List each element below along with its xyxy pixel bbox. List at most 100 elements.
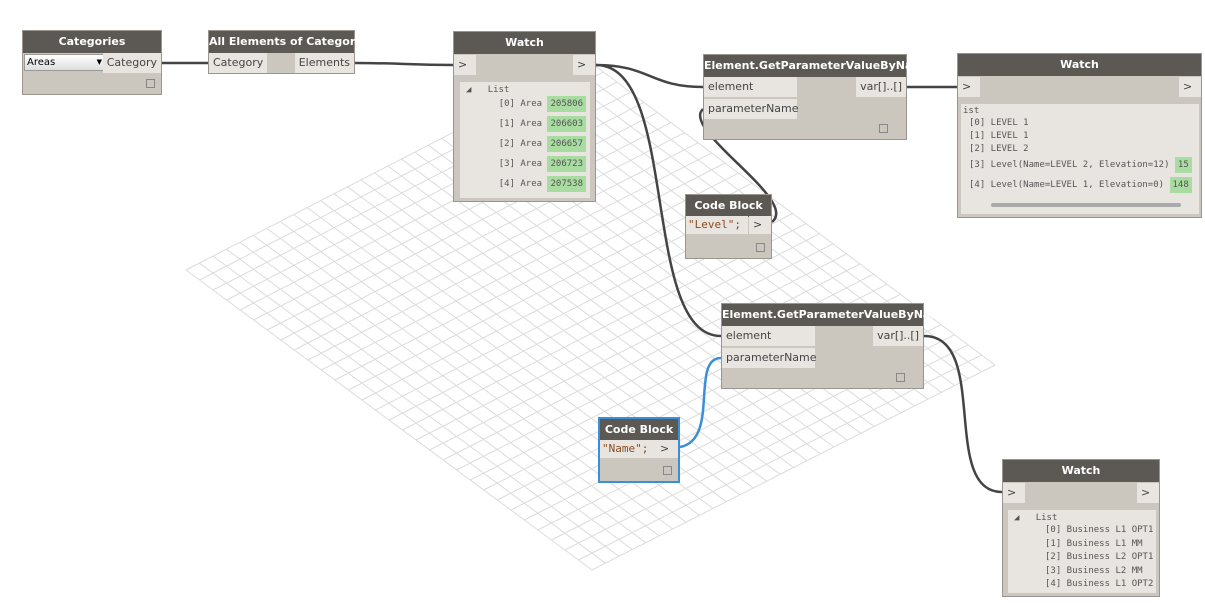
node-title: Watch	[454, 32, 595, 54]
list-label: List	[1035, 513, 1058, 523]
input-port[interactable]: >	[454, 55, 476, 75]
item-type: Area	[520, 159, 543, 169]
watch-output-list: ◢ List [0] Business L1 OPT1 [1] Business …	[1008, 510, 1156, 593]
item-text: [4] Level(Name=LEVEL 1, Elevation=0)	[969, 180, 1165, 190]
category-dropdown[interactable]: Areas ▼	[24, 54, 106, 71]
input-port-parametername[interactable]: parameterName	[722, 348, 817, 368]
item-index: [0]	[498, 99, 515, 109]
output-port-var[interactable]: var[]..[]	[856, 77, 906, 97]
list-item: [3] Business L2 MM	[1045, 566, 1143, 576]
watch-node-3[interactable]: Watch > > ◢ List [0] Business L1 OPT1 [1]…	[1002, 459, 1160, 597]
code-editor[interactable]: "Name";	[600, 440, 657, 458]
item-text: [1] Business L1 MM	[1045, 538, 1143, 549]
list-label: ist	[963, 106, 980, 116]
list-item: [4] Business L1 OPT2	[1045, 579, 1153, 589]
item-type: Area	[520, 99, 543, 109]
code-block-level[interactable]: Code Block "Level"; >	[685, 194, 772, 259]
item-text: [4] Business L1 OPT2	[1045, 579, 1154, 589]
list-item: [2] LEVEL 2	[969, 144, 1029, 154]
horizontal-scrollbar[interactable]	[991, 203, 1181, 207]
node-title: Watch	[958, 54, 1201, 76]
list-item: [3] Area 206723	[498, 156, 586, 172]
list-item: [4] Area 207538	[498, 176, 586, 192]
grid-line	[589, 61, 996, 366]
list-item: [2] Area 206657	[498, 136, 586, 152]
list-item: [0] Area 205806	[498, 96, 586, 112]
collapse-icon[interactable]: ◢	[1014, 513, 1020, 523]
output-port[interactable]: >	[656, 440, 678, 458]
item-value: 206723	[547, 156, 586, 172]
input-port[interactable]: >	[958, 77, 980, 97]
item-text: [3] Level(Name=LEVEL 2, Elevation=12)	[969, 160, 1170, 170]
list-item: [0] LEVEL 1	[969, 118, 1029, 128]
input-port-element[interactable]: element	[704, 77, 797, 97]
preview-toggle-icon[interactable]	[896, 373, 905, 382]
input-port[interactable]: >	[1003, 483, 1025, 503]
watch-node-1[interactable]: Watch > > ◢ List [0] Area 205806 [1] Area…	[453, 31, 596, 202]
output-port-category[interactable]: Category	[102, 53, 161, 73]
item-text: [2] LEVEL 2	[969, 144, 1029, 154]
item-value: 206657	[547, 136, 586, 152]
item-index: [1]	[498, 119, 515, 129]
list-item: [4] Level(Name=LEVEL 1, Elevation=0) 148	[969, 177, 1192, 193]
item-text: [3] Business L2 MM	[1045, 565, 1143, 576]
watch-output-list: ist [0] LEVEL 1 [1] LEVEL 1 [2] LEVEL 2 [3]…	[961, 104, 1199, 214]
list-label: List	[487, 85, 510, 95]
item-index: [2]	[498, 139, 515, 149]
item-index: [3]	[498, 159, 515, 169]
wire-level-to-gpv1	[698, 108, 778, 223]
output-port[interactable]: >	[749, 216, 771, 234]
input-port-parametername[interactable]: parameterName	[704, 99, 799, 119]
all-elements-node[interactable]: All Elements of Category Category Elemen…	[208, 30, 362, 74]
get-parameter-value-node-2[interactable]: Element.GetParameterValueByName element …	[721, 303, 949, 389]
list-item: [3] Level(Name=LEVEL 2, Elevation=12) 15	[969, 157, 1192, 173]
wire-watch-to-gpv1	[595, 63, 704, 89]
watch-node-2[interactable]: Watch > > ist [0] LEVEL 1 [1] LEVEL 1 [2] …	[957, 53, 1202, 218]
node-title: Element.GetParameterValueByName	[722, 304, 949, 326]
item-value: 206603	[547, 116, 586, 132]
categories-node[interactable]: Categories Areas ▼ Category	[22, 30, 162, 95]
item-text: [1] LEVEL 1	[969, 131, 1029, 141]
wire-watch-to-gpv2	[595, 63, 722, 338]
item-type: Area	[520, 119, 543, 129]
node-title: All Elements of Category	[209, 31, 362, 53]
item-text: [2] Business L2 OPT1	[1045, 552, 1154, 562]
item-value: 15	[1174, 157, 1192, 173]
item-value: 207538	[547, 176, 586, 192]
list-item: [1] Area 206603	[498, 116, 586, 132]
output-port[interactable]: >	[1179, 77, 1201, 97]
watch-output-list: ◢ List [0] Area 205806 [1] Area 206603 [2]…	[460, 82, 590, 198]
collapse-icon[interactable]: ◢	[466, 85, 472, 95]
preview-toggle-icon[interactable]	[756, 243, 765, 252]
input-port-category[interactable]: Category	[209, 53, 268, 73]
output-port-elements[interactable]: Elements	[294, 53, 354, 73]
list-item: [1] Business L1 MM	[1045, 539, 1143, 549]
wire-gpv2-to-watch3	[923, 334, 1003, 494]
node-title: Code Block	[686, 195, 771, 217]
preview-toggle-icon[interactable]	[146, 79, 155, 88]
item-value: 148	[1169, 177, 1192, 193]
list-item: [2] Business L2 OPT1	[1045, 552, 1153, 562]
dropdown-value: Areas	[27, 57, 56, 68]
preview-toggle-icon[interactable]	[663, 466, 672, 475]
output-port-var[interactable]: var[]..[]	[873, 326, 923, 346]
code-block-name[interactable]: Code Block "Name"; >	[598, 417, 680, 483]
node-title: Watch	[1003, 460, 1159, 482]
code-editor[interactable]: "Level";	[686, 216, 748, 234]
node-title: Code Block	[600, 419, 678, 441]
item-type: Area	[520, 139, 543, 149]
preview-toggle-icon[interactable]	[879, 124, 888, 133]
item-type: Area	[520, 179, 543, 189]
output-port[interactable]: >	[573, 55, 595, 75]
grid-line	[591, 364, 996, 571]
list-item: [1] LEVEL 1	[969, 131, 1029, 141]
list-item: [0] Business L1 OPT1	[1045, 525, 1153, 535]
get-parameter-value-node-1[interactable]: Element.GetParameterValueByName element …	[703, 54, 931, 140]
output-port[interactable]: >	[1137, 483, 1159, 503]
grid-line	[578, 354, 982, 561]
chevron-down-icon: ▼	[96, 58, 102, 66]
item-index: [4]	[498, 179, 515, 189]
node-title: Categories	[23, 31, 161, 53]
input-port-element[interactable]: element	[722, 326, 815, 346]
item-value: 205806	[547, 96, 586, 112]
